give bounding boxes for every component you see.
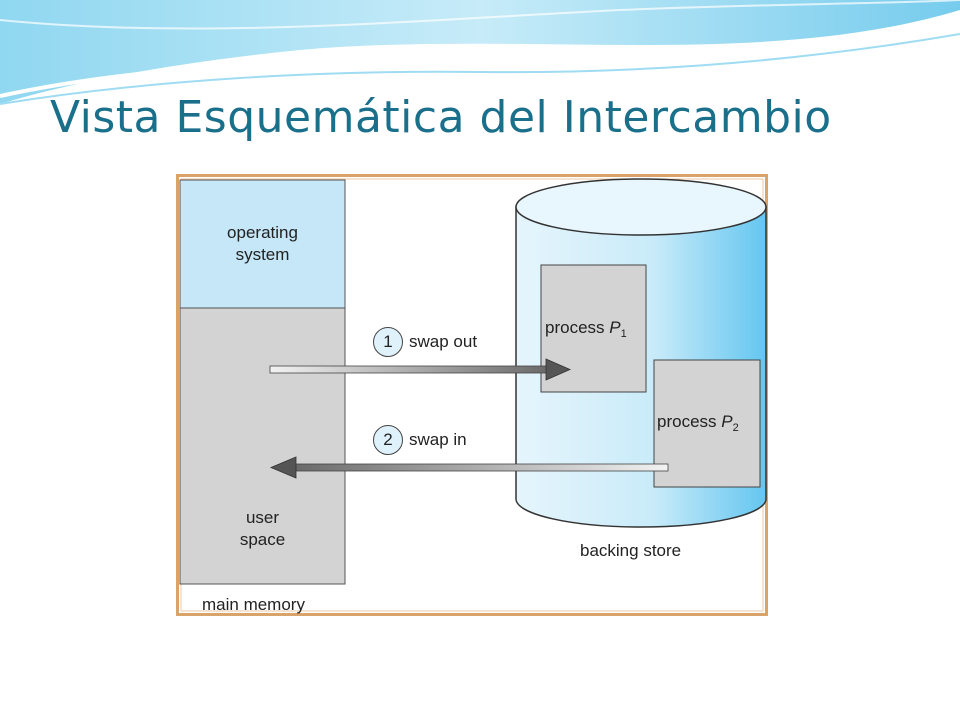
main-memory-label: main memory — [202, 595, 305, 614]
backing-store-label: backing store — [580, 541, 682, 560]
process-p2-name: process — [657, 412, 717, 431]
step2-label: swap in — [409, 430, 467, 449]
os-label: operating system — [227, 223, 298, 264]
process-p1-sub: 1 — [620, 328, 627, 340]
process-p2-label: process P2 — [657, 411, 739, 439]
swapping-diagram: operating system user space main memory … — [176, 174, 768, 616]
process-p2-sub: 2 — [732, 422, 739, 434]
slide-title: Vista Esquemática del Intercambio — [50, 92, 832, 143]
swap-out-arrow — [269, 358, 571, 381]
process-p1-var: P — [609, 318, 621, 337]
user-space-label: user space — [239, 508, 286, 549]
diagram-graphics — [176, 174, 768, 616]
process-p2-box — [653, 359, 761, 488]
process-p1-label: process P1 — [545, 317, 627, 345]
os-region — [179, 179, 346, 309]
step2-badge: 2 — [373, 425, 403, 455]
header-wave-decoration — [0, 0, 960, 105]
user-space-region — [179, 307, 346, 585]
swap-in-arrow — [269, 456, 669, 479]
step1-label: swap out — [409, 332, 478, 351]
process-p2-var: P — [721, 412, 733, 431]
step1-badge: 1 — [373, 327, 403, 357]
process-p1-name: process — [545, 318, 605, 337]
